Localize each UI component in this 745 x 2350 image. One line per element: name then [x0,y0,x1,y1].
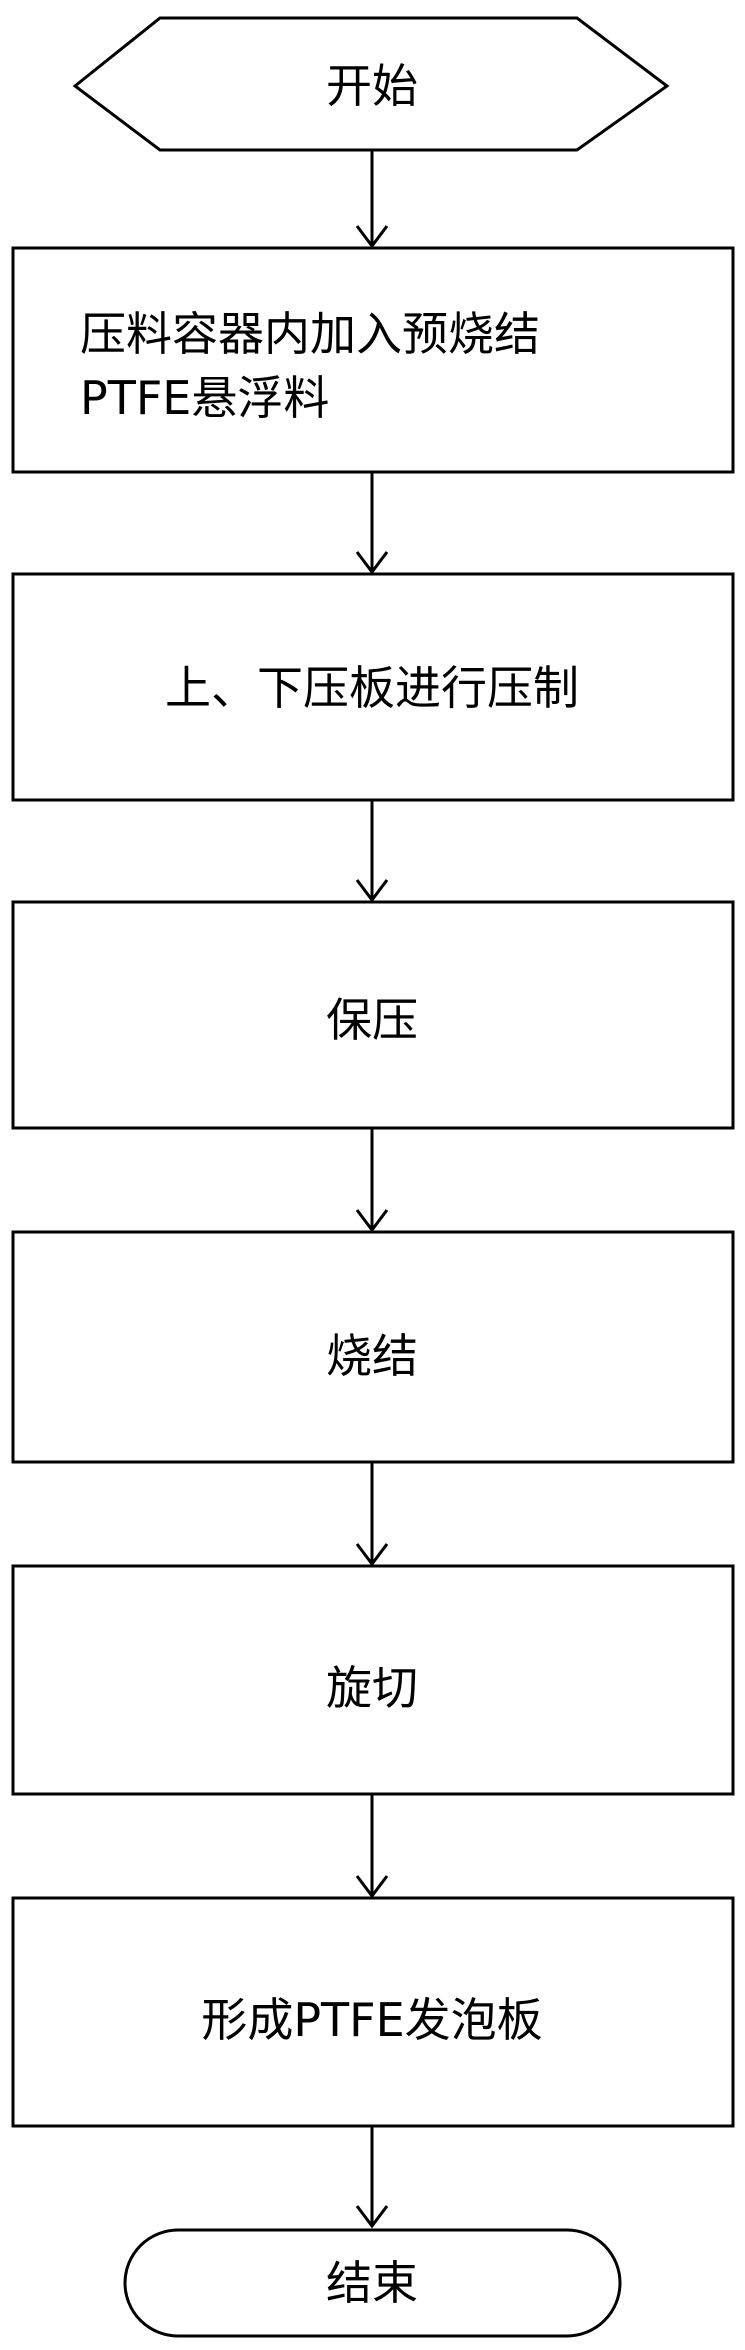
step-2-node: 上、下压板进行压制 [11,572,735,802]
step-1-label-line-2: PTFE悬浮料 [80,371,329,425]
start-node-shape [72,16,670,152]
step-5-node: 旋切 [11,1564,735,1796]
step-3-node: 保压 [11,900,735,1130]
step-5-box [11,1564,735,1796]
arrow-start-to-step-1 [355,150,389,249]
end-node-shape [123,2228,622,2338]
step-6-label: 形成PTFE发泡板 [201,1993,542,2047]
step-2-box [11,572,735,802]
step-6-box [11,1896,735,2128]
start-node: 开始 [72,16,670,152]
arrow-step-3-to-step-4 [355,1128,389,1233]
step-1-label-line-1: 压料容器内加入预烧结 [80,307,540,361]
step-5-label: 旋切 [326,1661,418,1715]
step-6-node: 形成PTFE发泡板 [11,1896,735,2128]
end-node-label: 结束 [326,2256,418,2310]
step-2-label: 上、下压板进行压制 [165,661,579,715]
arrow-step-2-to-step-3 [355,800,389,903]
step-4-node: 烧结 [11,1230,735,1464]
end-node: 结束 [123,2228,622,2338]
step-3-box [11,900,735,1130]
arrow-step-1-to-step-2 [355,472,389,575]
step-1-box [11,246,735,474]
arrow-step-4-to-step-5 [355,1462,389,1567]
start-node-label: 开始 [326,59,418,113]
step-3-label: 保压 [326,993,418,1047]
step-4-label: 烧结 [326,1329,418,1383]
arrow-step-5-to-step-6 [355,1794,389,1899]
step-1-node: 压料容器内加入预烧结 PTFE悬浮料 [11,246,735,474]
arrow-step-6-to-end [355,2126,389,2229]
step-4-box [11,1230,735,1464]
